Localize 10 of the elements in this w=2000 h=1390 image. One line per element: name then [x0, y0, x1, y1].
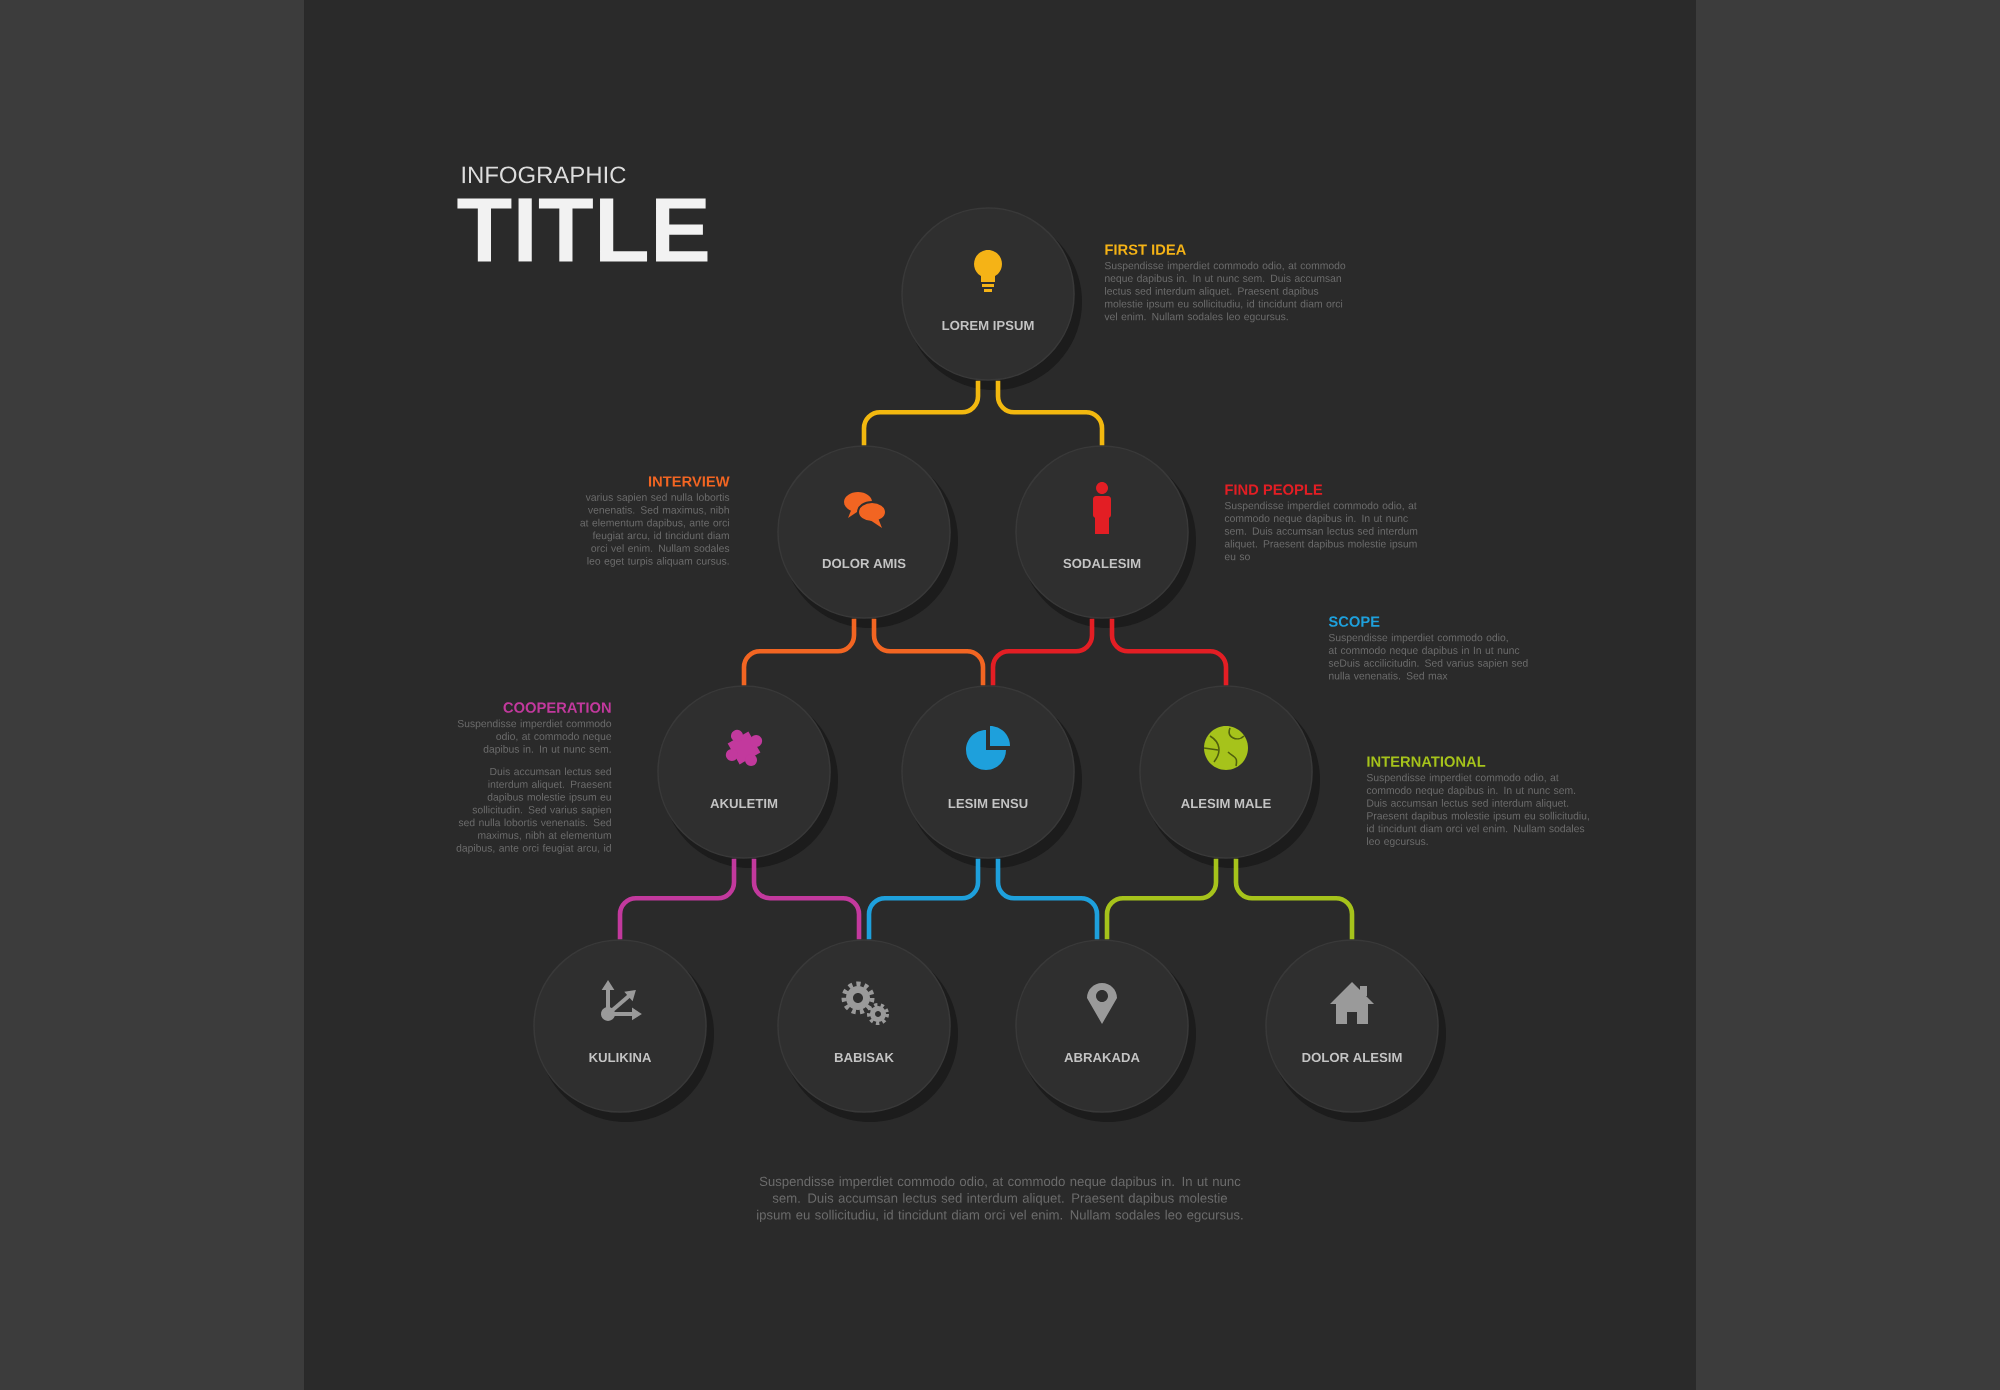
connector-line: [1233, 858, 1355, 940]
connector-line: [871, 618, 986, 686]
overline-text: INFOGRAPHIC: [462, 166, 626, 184]
connector-line: [990, 618, 1095, 686]
connector-line: [866, 858, 981, 940]
connector-line: [1104, 858, 1219, 940]
connector-line: [617, 858, 737, 940]
title-text: TITLE: [457, 198, 708, 262]
connector-line: [751, 858, 862, 940]
connector-line: [995, 858, 1100, 940]
